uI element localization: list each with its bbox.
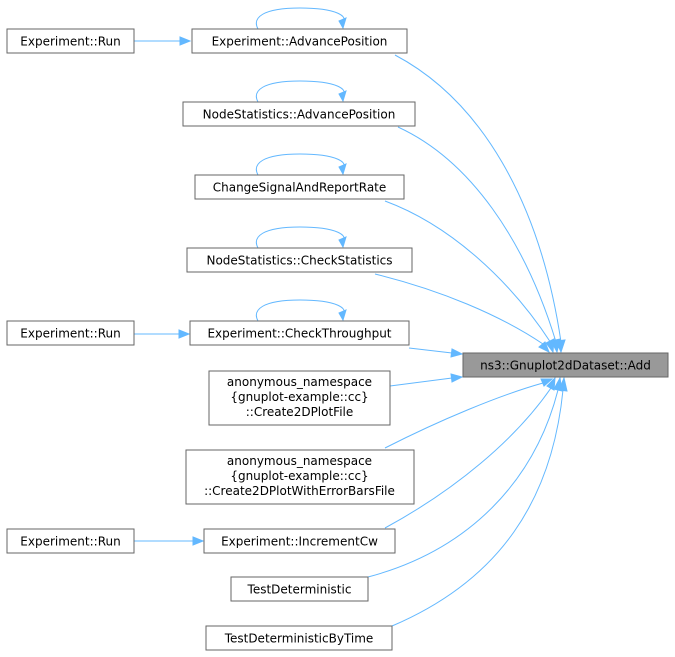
edge-nodestats-advance-to-target <box>397 126 557 343</box>
edge-test-det-time-to-target <box>391 389 564 627</box>
edge-arrowhead <box>450 373 464 383</box>
node-label-line-1: anonymous_namespace <box>227 454 372 468</box>
edge-arrowhead <box>179 36 192 46</box>
edge-increment-cw-to-target <box>384 387 552 529</box>
edge-arrowhead <box>546 376 556 391</box>
node-label: Experiment::Run <box>20 535 120 549</box>
node-label: ns3::Gnuplot2dDataset::Add <box>480 359 651 373</box>
node-label: Experiment::Run <box>20 327 120 341</box>
node-label: Experiment::AdvancePosition <box>212 35 388 49</box>
nodes: Experiment::Run Experiment::AdvancePosit… <box>6 28 669 651</box>
edge-arrowhead <box>558 376 568 392</box>
node-label: TestDeterministic <box>247 583 352 597</box>
edge-arrowhead <box>338 17 347 30</box>
node-experiment-run-3[interactable]: Experiment::Run <box>6 528 135 554</box>
node-change-signal-and-report-rate[interactable]: ChangeSignalAndReportRate <box>194 174 405 200</box>
edge-self-loop-change-signal <box>256 153 345 176</box>
node-label: NodeStatistics::AdvancePosition <box>203 108 396 122</box>
edge-arrowhead <box>338 309 347 322</box>
node-create-2d-plot-file[interactable]: anonymous_namespace {gnuplot-example::cc… <box>208 370 391 426</box>
node-label: TestDeterministicByTime <box>224 632 374 646</box>
node-label-line-2: {gnuplot-example::cc} <box>230 469 368 483</box>
node-label-line-2: {gnuplot-example::cc} <box>230 390 368 404</box>
edge-arrowhead <box>538 341 550 354</box>
node-label-line-3: ::Create2DPlotFile <box>246 405 354 419</box>
edge-self-loop-nodestats-check <box>256 226 345 249</box>
edge-arrowhead <box>338 236 347 249</box>
edge-test-det-to-target <box>367 389 559 578</box>
node-nodestatistics-check-statistics[interactable]: NodeStatistics::CheckStatistics <box>186 247 413 273</box>
node-label-line-1: anonymous_namespace <box>227 375 372 389</box>
edges <box>134 7 568 627</box>
node-test-deterministic[interactable]: TestDeterministic <box>230 576 369 602</box>
node-label: Experiment::IncrementCw <box>221 535 378 549</box>
edge-arrowhead <box>192 536 205 546</box>
edge-arrowhead <box>338 90 347 103</box>
edge-self-loop-advance-position <box>256 7 345 30</box>
node-experiment-run-1[interactable]: Experiment::Run <box>6 28 135 54</box>
node-test-deterministic-by-time[interactable]: TestDeterministicByTime <box>205 625 393 651</box>
edge-change-signal-to-target <box>384 200 552 344</box>
edge-self-loop-nodestats-advance <box>256 80 345 103</box>
node-label: Experiment::CheckThroughput <box>207 327 391 341</box>
edge-arrowhead <box>450 348 464 358</box>
node-nodestatistics-advance-position[interactable]: NodeStatistics::AdvancePosition <box>182 101 416 127</box>
edge-check-throughput-to-target <box>408 347 453 354</box>
node-create-2d-plot-with-error-bars-file[interactable]: anonymous_namespace {gnuplot-example::cc… <box>185 449 415 505</box>
node-label-line-3: ::Create2DPlotWithErrorBarsFile <box>204 484 395 498</box>
node-label: NodeStatistics::CheckStatistics <box>206 254 392 268</box>
edge-arrowhead <box>545 338 555 354</box>
node-experiment-check-throughput[interactable]: Experiment::CheckThroughput <box>189 320 410 346</box>
edge-create2d-to-target <box>389 377 453 387</box>
edge-arrowhead <box>178 329 191 339</box>
edge-arrowhead <box>338 163 347 176</box>
edge-self-loop-check-throughput <box>256 299 345 322</box>
node-experiment-advance-position[interactable]: Experiment::AdvancePosition <box>191 28 408 54</box>
edge-create2d-err-to-target <box>384 382 544 449</box>
node-target-gnuplot2d-dataset-add[interactable]: ns3::Gnuplot2dDataset::Add <box>462 352 669 378</box>
edge-advance-position-to-target <box>394 54 562 343</box>
node-label: Experiment::Run <box>20 35 120 49</box>
edge-arrowhead <box>540 378 554 387</box>
node-experiment-run-2[interactable]: Experiment::Run <box>6 320 135 346</box>
node-experiment-increment-cw[interactable]: Experiment::IncrementCw <box>203 528 396 554</box>
node-label: ChangeSignalAndReportRate <box>213 181 387 195</box>
edge-nodestats-check-to-target <box>374 273 544 345</box>
